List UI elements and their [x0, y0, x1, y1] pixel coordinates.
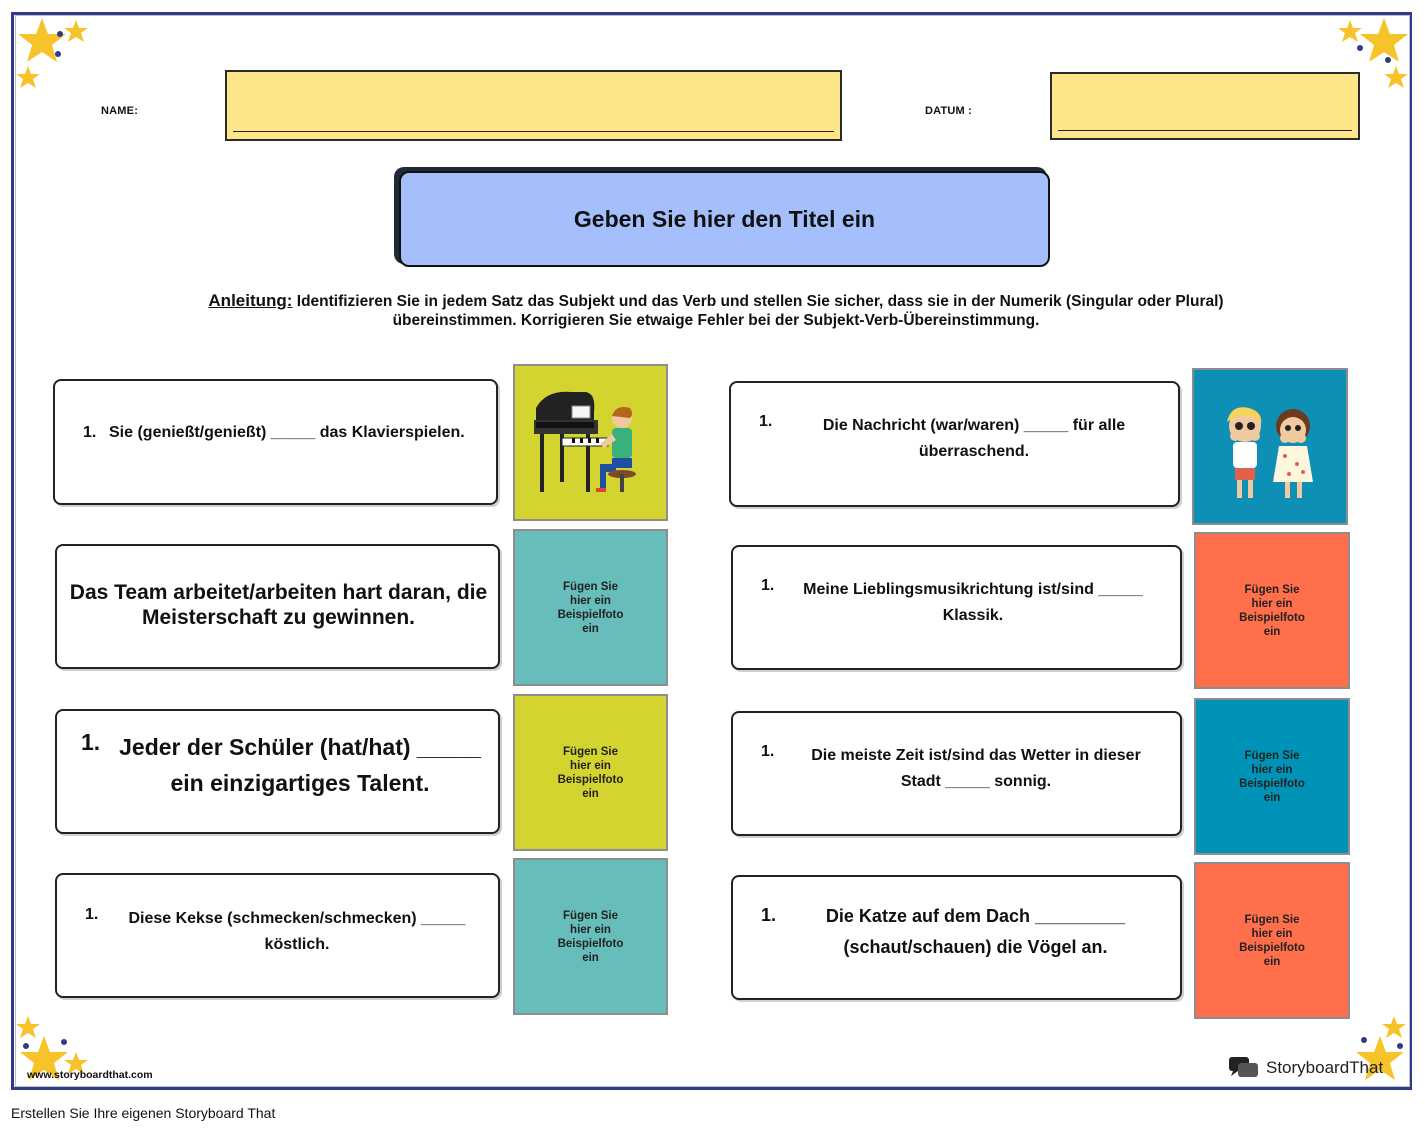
- question-box-left-1[interactable]: 1. Sie (genießt/genießt) _____ das Klavi…: [53, 379, 498, 505]
- photo-placeholder-text: Fügen Sie hier ein Beispielfoto ein: [557, 580, 624, 635]
- photo-placeholder-left-2[interactable]: Fügen Sie hier ein Beispielfoto ein: [513, 529, 668, 686]
- photo-placeholder-left-4[interactable]: Fügen Sie hier ein Beispielfoto ein: [513, 858, 668, 1015]
- question-number: 1.: [81, 729, 101, 755]
- question-number: 1.: [761, 905, 777, 925]
- question-text: Die meiste Zeit ist/sind das Wetter in d…: [811, 747, 1141, 790]
- star-cluster-bottom-right: [1356, 1016, 1406, 1080]
- star-cluster-top-left: [16, 18, 88, 88]
- question-box-right-2[interactable]: 1. Meine Lieblingsmusikrichtung ist/sind…: [731, 545, 1182, 670]
- date-field[interactable]: [1050, 72, 1360, 140]
- photo-surprised-kids[interactable]: [1192, 368, 1348, 525]
- name-field[interactable]: [225, 70, 842, 141]
- question-number: 1.: [761, 577, 775, 594]
- photo-placeholder-text: Fügen Sie hier ein Beispielfoto ein: [557, 909, 624, 964]
- website-url[interactable]: www.storyboardthat.com: [27, 1069, 153, 1081]
- question-box-right-3[interactable]: 1. Die meiste Zeit ist/sind das Wetter i…: [731, 711, 1182, 836]
- worksheet-inner-border: [15, 15, 1410, 1087]
- star-cluster-top-right: [1338, 18, 1408, 88]
- question-text: Sie (genießt/genießt) _____ das Klaviers…: [109, 424, 465, 441]
- photo-placeholder-left-3[interactable]: Fügen Sie hier ein Beispielfoto ein: [513, 694, 668, 851]
- photo-placeholder-text: Fügen Sie hier ein Beispielfoto ein: [1239, 583, 1305, 638]
- question-text: Die Katze auf dem Dach _________ (schaut…: [825, 906, 1126, 957]
- photo-placeholder-text: Fügen Sie hier ein Beispielfoto ein: [1239, 749, 1305, 804]
- question-text: Das Team arbeitet/arbeiten hart daran, d…: [69, 581, 488, 629]
- photo-placeholder-text: Fügen Sie hier ein Beispielfoto ein: [1239, 913, 1305, 968]
- instructions-text: Identifizieren Sie in jedem Satz das Sub…: [292, 293, 1224, 329]
- page-title: Geben Sie hier den Titel ein: [573, 205, 876, 232]
- question-text: Diese Kekse (schmecken/schmecken) _____ …: [128, 910, 466, 953]
- question-box-left-2[interactable]: Das Team arbeitet/arbeiten hart daran, d…: [55, 544, 500, 669]
- question-text: Die Nachricht (war/waren) _____ für alle…: [822, 417, 1126, 460]
- star-cluster-bottom-left: [16, 1016, 88, 1080]
- photo-placeholder-text: Fügen Sie hier ein Beispielfoto ein: [557, 745, 624, 800]
- photo-placeholder-right-2[interactable]: Fügen Sie hier ein Beispielfoto ein: [1194, 532, 1350, 689]
- photo-piano[interactable]: [513, 364, 668, 521]
- photo-placeholder-right-3[interactable]: Fügen Sie hier ein Beispielfoto ein: [1194, 698, 1350, 855]
- credit-text[interactable]: Erstellen Sie Ihre eigenen Storyboard Th…: [11, 1105, 276, 1121]
- question-number: 1.: [83, 424, 97, 441]
- question-number: 1.: [85, 906, 99, 923]
- question-text: Jeder der Schüler (hat/hat) _____ ein ei…: [119, 734, 481, 796]
- date-underline: [1058, 130, 1352, 131]
- question-box-right-1[interactable]: 1. Die Nachricht (war/waren) _____ für a…: [729, 381, 1180, 507]
- instructions-lead: Anleitung:: [208, 291, 293, 310]
- question-number: 1.: [759, 413, 773, 430]
- question-box-right-4[interactable]: 1. Die Katze auf dem Dach _________ (sch…: [731, 875, 1182, 1000]
- name-underline: [233, 131, 834, 132]
- date-label: DATUM :: [925, 105, 973, 117]
- surprised-kids-illustration-icon: [1227, 406, 1313, 498]
- piano-illustration-icon: [533, 391, 636, 492]
- name-label: NAME:: [101, 105, 139, 117]
- question-box-left-4[interactable]: 1. Diese Kekse (schmecken/schmecken) ___…: [55, 873, 500, 998]
- instructions: Anleitung: Identifizieren Sie in jedem S…: [190, 291, 1242, 330]
- title-box[interactable]: Geben Sie hier den Titel ein: [399, 171, 1050, 267]
- brand-name: StoryboardThat: [1266, 1058, 1384, 1077]
- storyboardthat-logo[interactable]: StoryboardThat: [1228, 1056, 1383, 1080]
- photo-placeholder-right-4[interactable]: Fügen Sie hier ein Beispielfoto ein: [1194, 862, 1350, 1019]
- speech-bubbles-icon: [1229, 1057, 1258, 1077]
- question-box-left-3[interactable]: 1. Jeder der Schüler (hat/hat) _____ ein…: [55, 709, 500, 834]
- question-number: 1.: [761, 743, 775, 760]
- question-text: Meine Lieblingsmusikrichtung ist/sind __…: [803, 581, 1143, 624]
